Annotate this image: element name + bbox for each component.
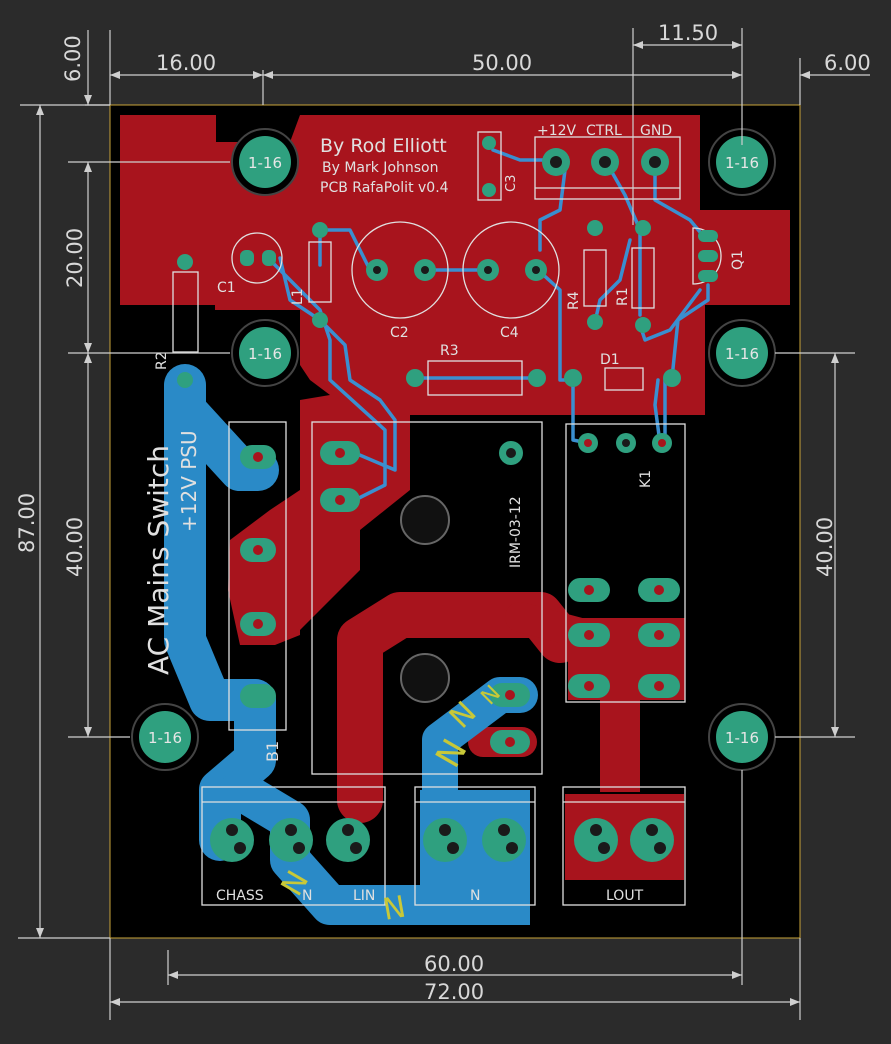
- mount-hole: 1-16: [708, 319, 776, 387]
- pads: [177, 136, 718, 862]
- dim-bottom-total: 72.00: [424, 980, 484, 1004]
- dim-left-lower: 40.00: [63, 517, 87, 577]
- label-r3: R3: [440, 343, 459, 359]
- label-r1: R1: [615, 287, 631, 306]
- mount-hole-label: 1-16: [725, 729, 759, 747]
- terminal-label-lin: LIN: [353, 888, 375, 904]
- mount-hole: 1-16: [131, 703, 199, 771]
- mount-hole-label: 1-16: [725, 345, 759, 363]
- terminal-label-chassis: CHASS: [216, 888, 264, 904]
- terminal-label-n-mid: N: [470, 888, 480, 904]
- mount-hole-label: 1-16: [148, 729, 182, 747]
- dim-left-upper: 20.00: [63, 228, 87, 288]
- terminal-label-n-left: N: [302, 888, 312, 904]
- board-subtitle: +12V PSU: [177, 430, 201, 532]
- mount-hole-label: 1-16: [248, 154, 282, 172]
- dim-top-span: 50.00: [472, 51, 532, 75]
- label-c4: C4: [500, 325, 519, 341]
- dim-top-connector: 11.50: [658, 21, 718, 45]
- mount-hole: 1-16: [231, 128, 299, 196]
- dim-bottom-inner: 60.00: [424, 952, 484, 976]
- label-k1: K1: [638, 470, 654, 488]
- label-psu: IRM-03-12: [508, 496, 524, 568]
- dim-top-right-margin: 6.00: [824, 51, 871, 75]
- connector-label-gnd: GND: [640, 123, 672, 139]
- terminal-label-lout: LOUT: [606, 888, 644, 904]
- mount-hole: 1-16: [708, 703, 776, 771]
- dim-left-height: 87.00: [15, 493, 39, 553]
- dim-top-left-margin: 6.00: [61, 35, 85, 82]
- connector-label-12v: +12V: [537, 123, 577, 139]
- label-d1: D1: [600, 352, 620, 368]
- board-title: AC Mains Switch: [142, 445, 175, 675]
- terminal-pads: [210, 818, 674, 862]
- label-b1: B1: [263, 741, 282, 762]
- dimension-layer: 6.00 16.00 50.00 11.50 6.00 87.00 20.00 …: [15, 21, 871, 1020]
- silkscreen-text: By Rod Elliott By Mark Johnson PCB RafaP…: [142, 123, 746, 928]
- label-c2: C2: [390, 325, 409, 341]
- credits-title: By Rod Elliott: [320, 135, 447, 157]
- connector-label-ctrl: CTRL: [586, 123, 622, 139]
- label-r2: R2: [154, 351, 170, 370]
- label-l1: L1: [290, 288, 306, 305]
- dim-right-lower: 40.00: [813, 517, 837, 577]
- silkscreen-layer: [172, 131, 722, 906]
- label-r4: R4: [566, 291, 582, 310]
- label-q1: Q1: [730, 250, 746, 270]
- dim-top-left-offset: 16.00: [156, 51, 216, 75]
- mount-holes: 1-16 1-16 1-16 1-16 1-16 1-16: [131, 128, 776, 771]
- credits-line3: PCB RafaPolit v0.4: [320, 180, 449, 196]
- label-c1: C1: [217, 280, 236, 296]
- credits-line2: By Mark Johnson: [322, 160, 438, 176]
- mount-hole-label: 1-16: [725, 154, 759, 172]
- mount-hole-label: 1-16: [248, 345, 282, 363]
- mount-hole: 1-16: [231, 319, 299, 387]
- label-c3: C3: [504, 175, 519, 192]
- mount-hole: 1-16: [708, 128, 776, 196]
